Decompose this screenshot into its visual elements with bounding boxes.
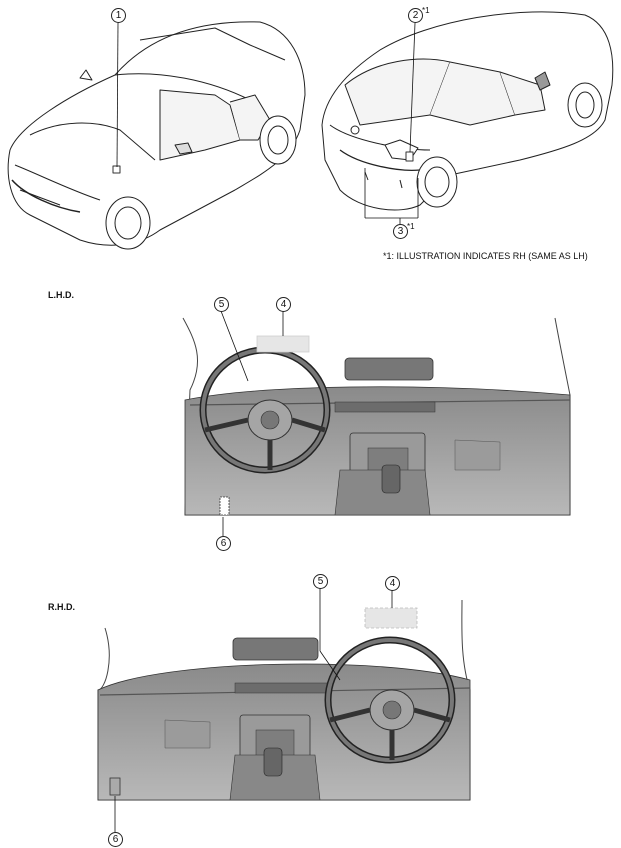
component-2-marker	[405, 151, 414, 162]
component-6-rhd-marker	[109, 777, 121, 796]
section-label-rhd: R.H.D.	[48, 602, 75, 612]
rh-note: *1: ILLUSTRATION INDICATES RH (SAME AS L…	[383, 251, 588, 261]
callout-6-lhd: 6	[216, 536, 231, 551]
callout-5-rhd: 5	[313, 574, 328, 589]
component-4-rhd-area	[364, 607, 418, 629]
callout-4-rhd: 4	[385, 576, 400, 591]
front-car-illustration	[7, 21, 306, 250]
component-6-lhd-marker	[219, 496, 230, 516]
callout-4-lhd: 4	[276, 297, 291, 312]
leader-lines	[114, 22, 419, 832]
callout-1: 1	[111, 8, 126, 23]
rhd-dashboard-illustration	[97, 599, 471, 801]
callout-2: 2	[408, 8, 423, 23]
component-1-marker	[112, 165, 121, 174]
section-label-lhd: L.H.D.	[48, 290, 74, 300]
rear-car-illustration	[321, 11, 614, 211]
callout-5-lhd: 5	[214, 297, 229, 312]
callout-2-superscript: *1	[422, 6, 430, 15]
component-4-lhd-area	[256, 335, 310, 353]
lhd-dashboard-illustration	[182, 317, 571, 516]
callout-6-rhd: 6	[108, 832, 123, 847]
callout-3: 3	[393, 224, 408, 239]
callout-3-superscript: *1	[407, 222, 415, 231]
